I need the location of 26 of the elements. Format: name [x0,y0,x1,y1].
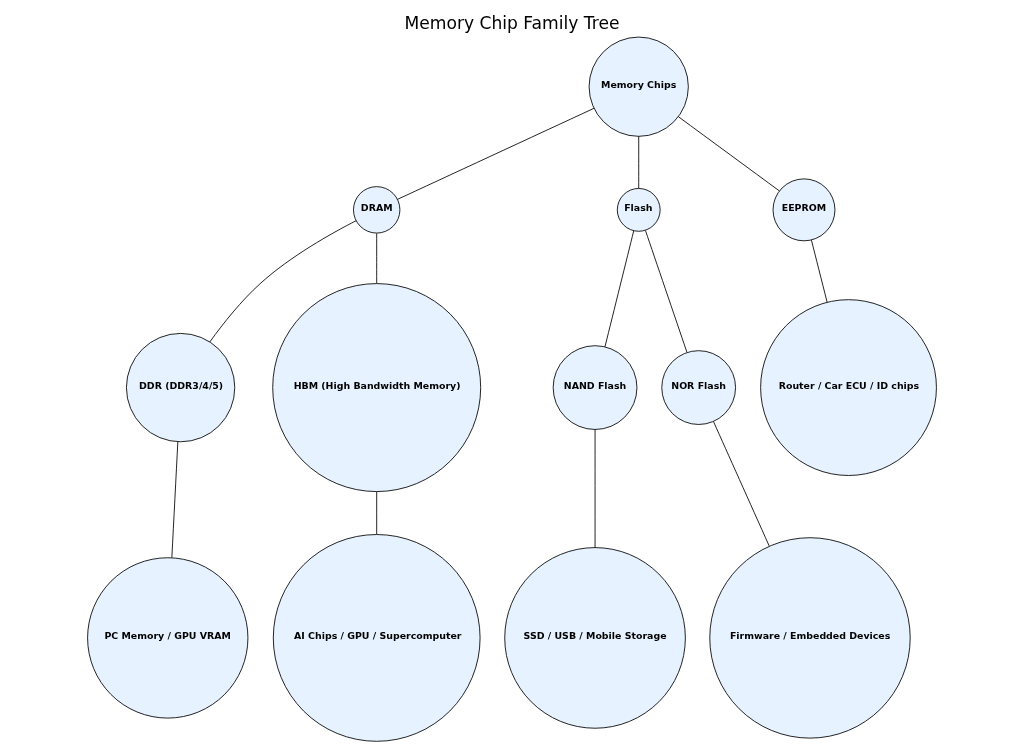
diagram-title: Memory Chip Family Tree [404,12,620,33]
node-circle: PC Memory / GPU VRAM [87,557,249,719]
connector [645,230,688,353]
connector [638,135,640,189]
connector [397,107,595,200]
connector [209,220,357,343]
connector [677,116,780,192]
node-circle: DDR (DDR3/4/5) [125,332,236,443]
node-circle: NAND Flash [552,345,638,430]
node-circle: Firmware / Embedded Devices [709,537,911,739]
node-circle: SSD / USB / Mobile Storage [504,547,686,729]
node-circle: DRAM [353,186,401,234]
node-circle: Flash [616,188,661,232]
node-circle: Router / Car ECU / ID chips [760,299,937,476]
connector [604,230,635,348]
node-circle: EEPROM [772,178,836,242]
node-circle: Memory Chips [588,36,689,137]
connector [171,441,179,558]
connector [376,491,378,535]
connector [811,239,828,303]
connector [376,232,378,284]
node-circle: NOR Flash [661,350,736,425]
node-circle: AI Chips / GPU / Supercomputer [272,534,481,742]
connector [713,421,770,547]
connector [594,429,596,549]
node-circle: HBM (High Bandwidth Memory) [272,283,482,492]
